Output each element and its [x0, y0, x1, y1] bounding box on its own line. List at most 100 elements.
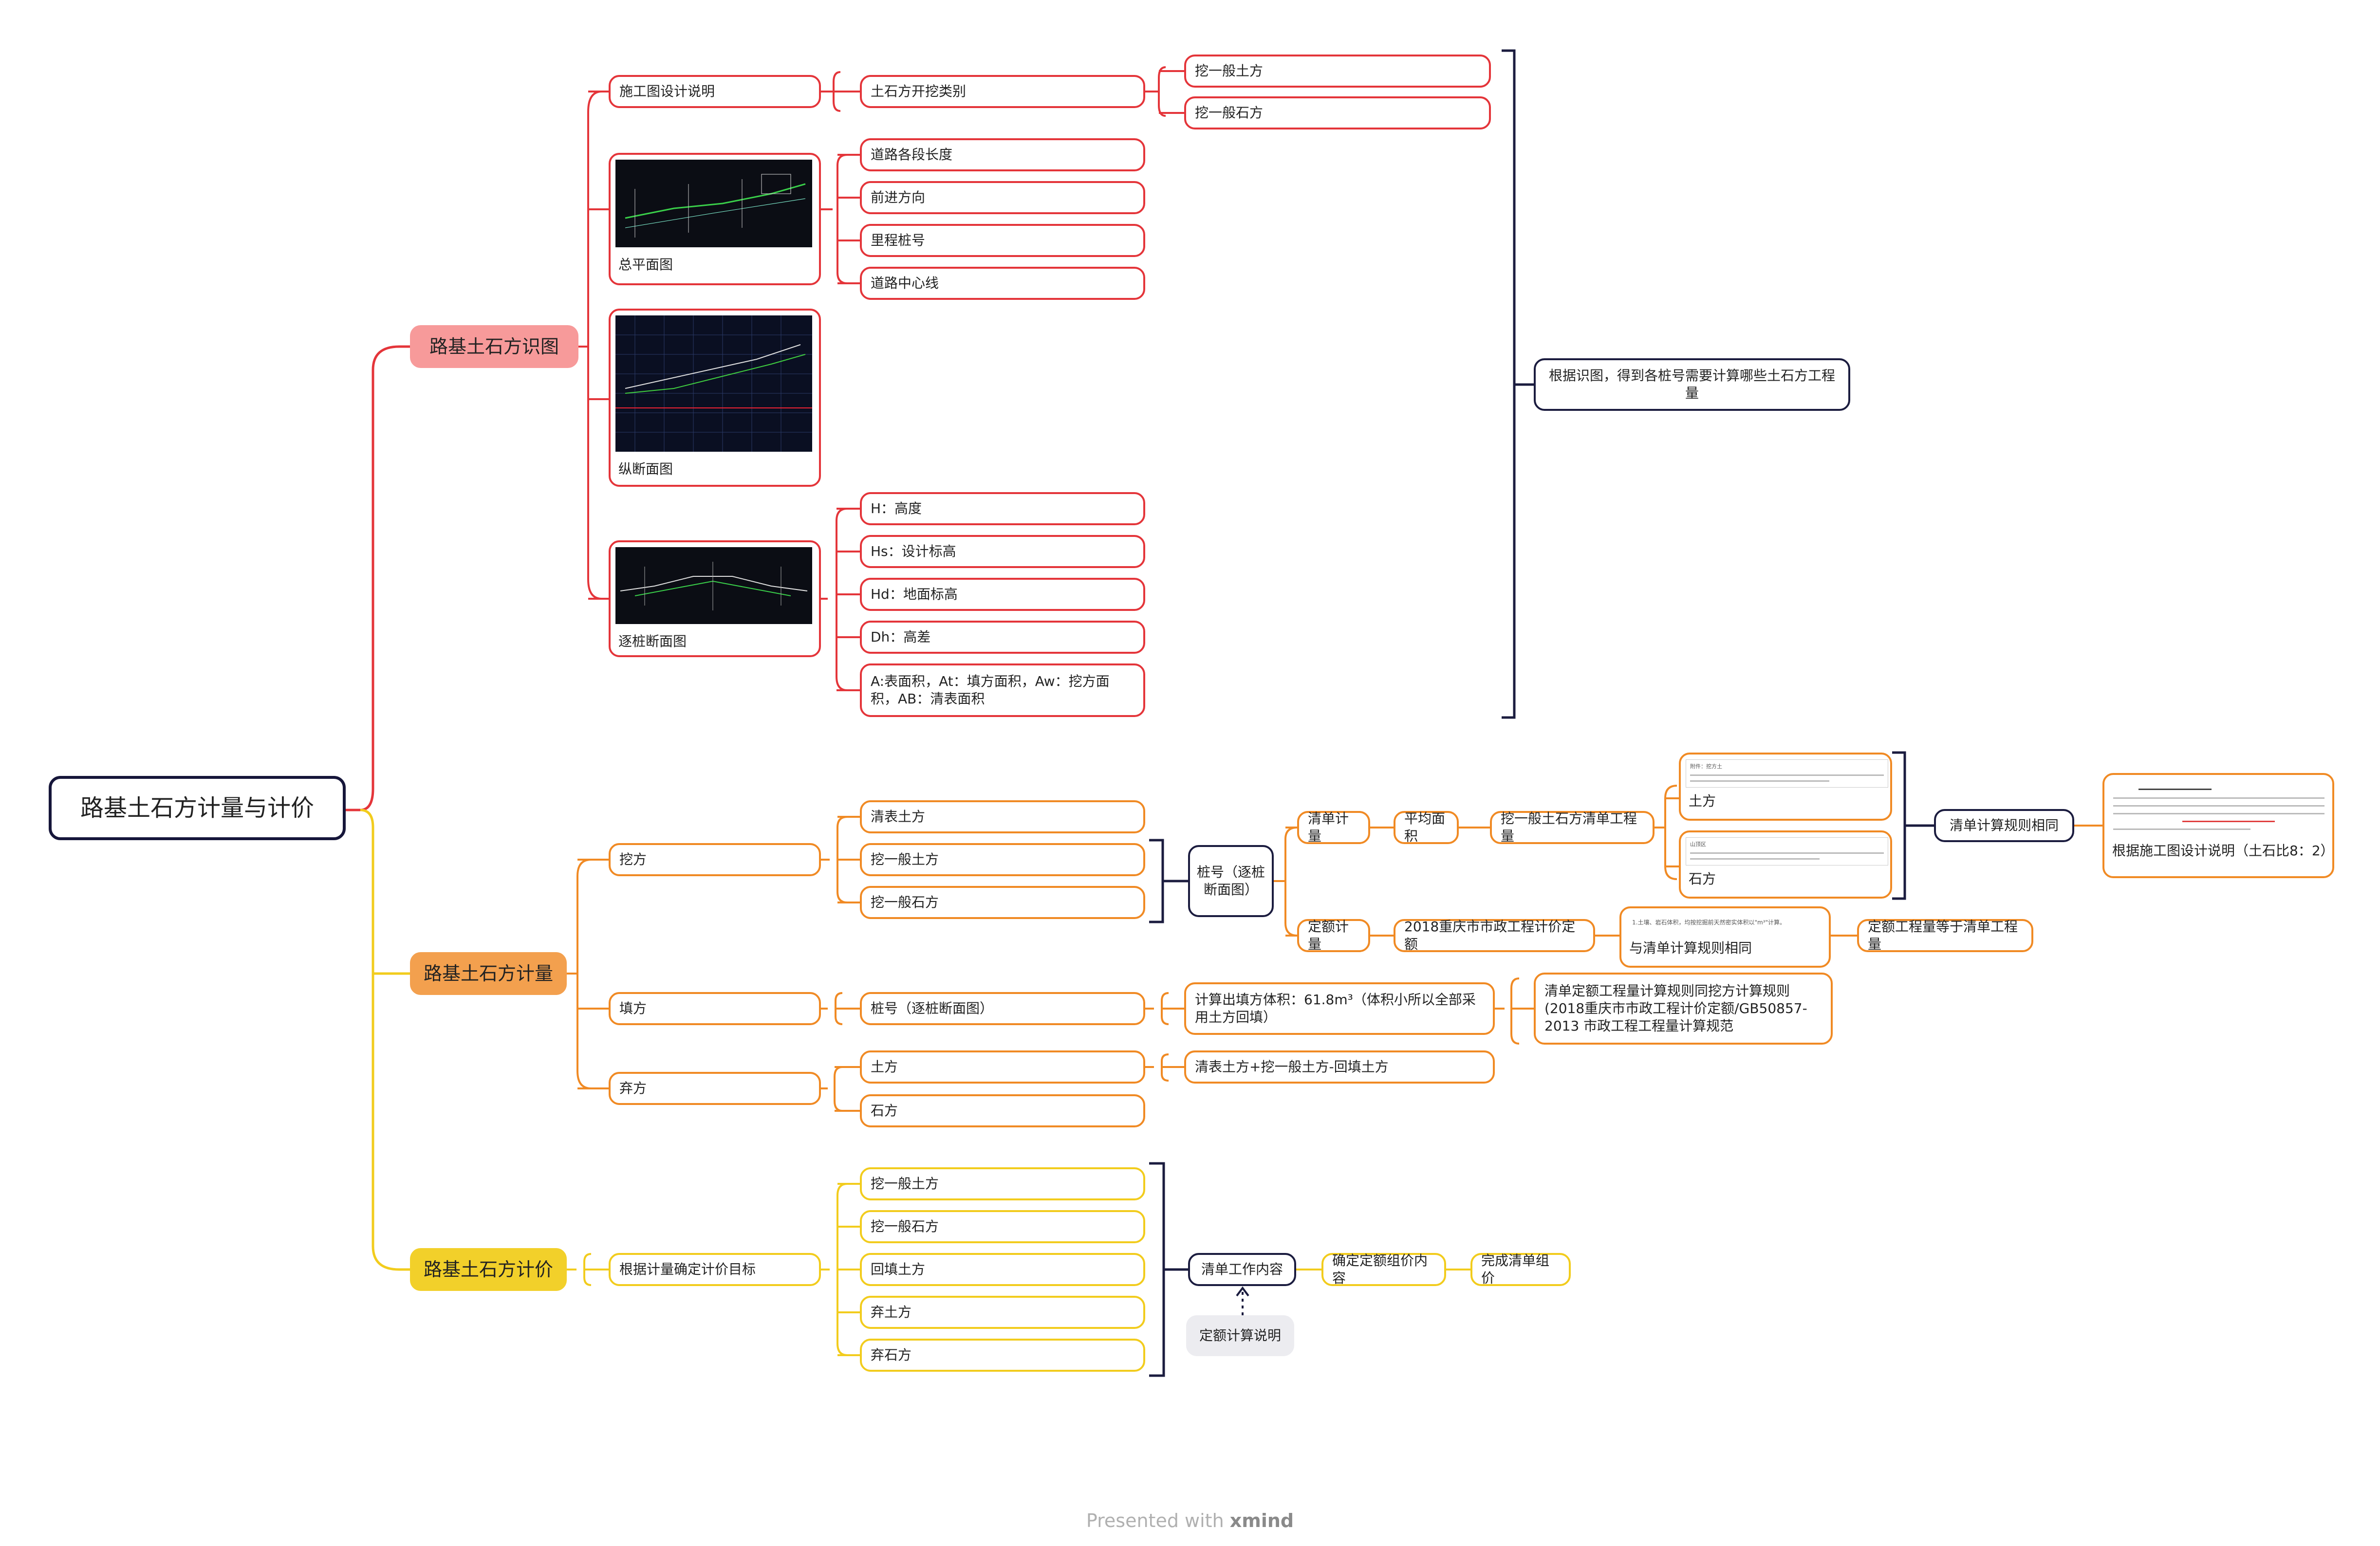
node-label: 土方	[1689, 793, 1716, 809]
node-road-length[interactable]: 道路各段长度	[860, 138, 1145, 171]
node-bill-measure[interactable]: 清单计量	[1297, 810, 1370, 844]
node-average-area[interactable]: 平均面积	[1394, 810, 1459, 844]
cross-section-thumbnail	[615, 547, 812, 624]
branch-measurement[interactable]: 路基土石方计量	[410, 952, 567, 995]
node-fill[interactable]: 填方	[609, 992, 821, 1025]
node-waste-earth[interactable]: 土方	[860, 1050, 1145, 1084]
node-label: 土石方开挖类别	[871, 83, 967, 99]
node-general-earth[interactable]: 挖一般土方	[1184, 55, 1491, 88]
branch-recognition-label: 路基土石方识图	[429, 336, 559, 357]
branch-measurement-label: 路基土石方计量	[423, 963, 553, 984]
node-label: 清表土方	[871, 809, 926, 825]
node-label: 定额计算说明	[1199, 1327, 1281, 1344]
branch-pricing[interactable]: 路基土石方计价	[410, 1248, 567, 1291]
footer-brand: xmind	[1229, 1510, 1294, 1531]
node-label: 挖一般土方	[871, 1176, 939, 1192]
node-same-as-bill[interactable]: 1.土壤、岩石体积，均按挖掘前天然密实体积以"m³"计算。 与清单计算规则相同	[1619, 906, 1831, 968]
node-same-rule[interactable]: 清单计算规则相同	[1934, 809, 2074, 842]
root-label: 路基土石方计量与计价	[80, 794, 314, 822]
node-label: H：高度	[871, 500, 922, 516]
node-fill-rule[interactable]: 清单定额工程量计算规则同挖方计算规则(2018重庆市市政工程计价定额/GB508…	[1534, 973, 1833, 1045]
node-longitudinal-section[interactable]: 纵断面图	[609, 309, 821, 487]
node-summary[interactable]: 根据识图，得到各桩号需要计算哪些土石方工程量	[1534, 358, 1850, 411]
node-label: 回填土方	[871, 1261, 926, 1277]
node-label: 挖一般石方	[871, 894, 939, 910]
node-chainage[interactable]: 里程桩号	[860, 224, 1145, 257]
node-construction-notes[interactable]: 施工图设计说明	[609, 75, 821, 108]
node-direction[interactable]: 前进方向	[860, 181, 1145, 214]
node-label: 清单计算规则相同	[1949, 817, 2059, 833]
node-quota-content[interactable]: 确定定额组价内容	[1321, 1252, 1446, 1286]
node-quota-notes[interactable]: 定额计算说明	[1186, 1315, 1294, 1356]
node-label: 计算出填方体积：61.8m³（体积小所以全部采用土方回填）	[1195, 992, 1476, 1025]
node-areas[interactable]: A:表面积，At：填方面积，Aw：挖方面积，AB：清表面积	[860, 663, 1145, 717]
node-bill-work[interactable]: 清单工作内容	[1188, 1253, 1296, 1286]
node-price-backfill[interactable]: 回填土方	[860, 1253, 1145, 1286]
doc-text: 1.土壤、岩石体积，均按挖掘前天然密实体积以"m³"计算。	[1632, 919, 1785, 926]
node-site-plan[interactable]: 总平面图	[609, 153, 821, 285]
longitudinal-thumbnail	[615, 315, 812, 452]
node-label: 桩号（逐桩断面图）	[871, 1000, 994, 1016]
node-design-elevation[interactable]: Hs：设计标高	[860, 535, 1145, 568]
node-label: 挖一般石方	[871, 1218, 939, 1234]
node-price-waste-rock[interactable]: 弃石方	[860, 1339, 1145, 1372]
node-label: 定额计量	[1308, 919, 1349, 952]
node-chainage-section[interactable]: 桩号（逐桩断面图）	[1188, 845, 1274, 917]
node-height-difference[interactable]: Dh：高差	[860, 621, 1145, 654]
branch-recognition[interactable]: 路基土石方识图	[410, 325, 578, 368]
node-price-cut-earth[interactable]: 挖一般土方	[860, 1167, 1145, 1200]
node-fill-chainage[interactable]: 桩号（逐桩断面图）	[860, 992, 1145, 1025]
node-complete-pricing[interactable]: 完成清单组价	[1470, 1252, 1571, 1286]
node-waste-rock[interactable]: 石方	[860, 1094, 1145, 1127]
node-label: 清单计量	[1308, 810, 1349, 844]
node-quota-measure[interactable]: 定额计量	[1297, 919, 1370, 952]
node-label: 与清单计算规则相同	[1629, 940, 1752, 956]
node-bill-quantity[interactable]: 挖一般土石方清单工程量	[1490, 810, 1655, 844]
node-price-cut-rock[interactable]: 挖一般石方	[860, 1210, 1145, 1243]
node-rock-image[interactable]: 山顶区 石方	[1679, 830, 1892, 899]
rock-doc-thumbnail: 山顶区	[1686, 837, 1888, 865]
node-label: 道路中心线	[871, 275, 939, 291]
longitudinal-drawing	[615, 315, 812, 452]
node-label: 土方	[871, 1059, 898, 1075]
node-label: 逐桩断面图	[618, 633, 687, 649]
node-waste[interactable]: 弃方	[609, 1072, 821, 1105]
node-pricing-target[interactable]: 根据计量确定计价目标	[609, 1253, 821, 1286]
branch-pricing-label: 路基土石方计价	[423, 1259, 553, 1280]
node-cut-rock[interactable]: 挖一般石方	[860, 886, 1145, 919]
quota-doc-thumbnail: 1.土壤、岩石体积，均按挖掘前天然密实体积以"m³"计算。	[1626, 913, 1826, 938]
node-quota-equals-bill[interactable]: 定额工程量等于清单工程量	[1857, 919, 2033, 952]
node-waste-formula[interactable]: 清表土方+挖一般土方-回填土方	[1184, 1050, 1495, 1084]
root-topic[interactable]: 路基土石方计量与计价	[49, 776, 346, 840]
node-price-waste-earth[interactable]: 弃土方	[860, 1296, 1145, 1329]
node-label: 道路各段长度	[871, 147, 953, 163]
node-label: 清表土方+挖一般土方-回填土方	[1195, 1059, 1389, 1075]
node-cross-section[interactable]: 逐桩断面图	[609, 540, 821, 657]
design-notes-thumbnail	[2109, 780, 2328, 838]
footer-prefix: Presented with	[1086, 1510, 1230, 1531]
node-cut-earth[interactable]: 挖一般土方	[860, 843, 1145, 876]
node-label: 完成清单组价	[1481, 1252, 1550, 1286]
node-label: 弃石方	[871, 1347, 912, 1363]
node-label: 施工图设计说明	[619, 83, 715, 99]
node-ground-elevation[interactable]: Hd：地面标高	[860, 578, 1145, 611]
node-centerline[interactable]: 道路中心线	[860, 267, 1145, 300]
node-cut[interactable]: 挖方	[609, 843, 821, 876]
node-design-notes[interactable]: 根据施工图设计说明（土石比8：2）	[2102, 773, 2334, 878]
node-fill-volume[interactable]: 计算出填方体积：61.8m³（体积小所以全部采用土方回填）	[1184, 982, 1495, 1035]
node-clearing-earth[interactable]: 清表土方	[860, 800, 1145, 833]
doc-text: 山顶区	[1690, 841, 1706, 847]
site-plan-thumbnail	[615, 160, 812, 247]
node-label: 根据计量确定计价目标	[619, 1261, 756, 1277]
node-excavation-category[interactable]: 土石方开挖类别	[860, 75, 1145, 108]
node-label: Hd：地面标高	[871, 586, 958, 602]
node-label: 挖一般土方	[1195, 63, 1264, 79]
node-general-rock[interactable]: 挖一般石方	[1184, 96, 1491, 129]
node-label: 挖一般土石方清单工程量	[1501, 810, 1637, 844]
node-height[interactable]: H：高度	[860, 492, 1145, 525]
node-earth-image[interactable]: 附件：挖方土 土方	[1679, 753, 1892, 821]
site-plan-drawing	[625, 174, 806, 238]
node-quota-2018[interactable]: 2018重庆市市政工程计价定额	[1394, 919, 1595, 952]
node-label: 弃方	[619, 1080, 647, 1096]
